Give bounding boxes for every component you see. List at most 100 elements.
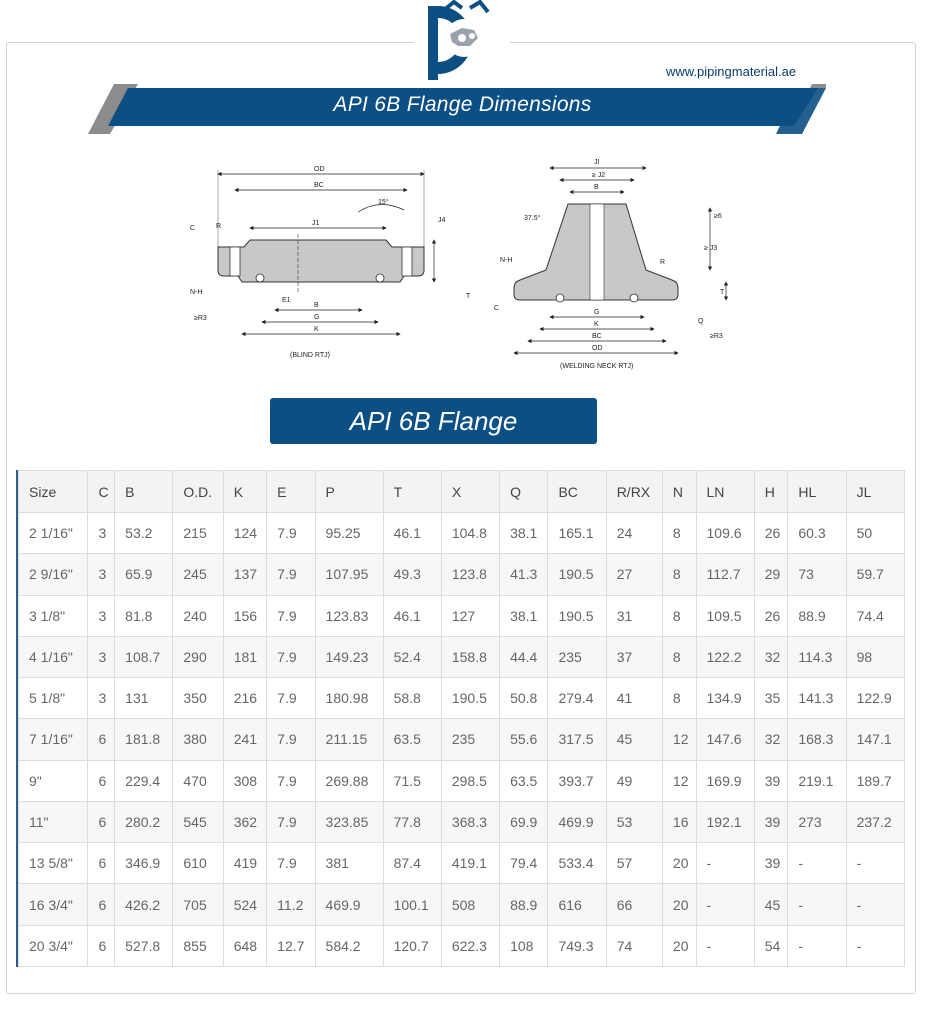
column-header: C bbox=[87, 470, 116, 513]
table-cell: 9" bbox=[17, 759, 89, 802]
table-cell: 508 bbox=[440, 883, 501, 926]
table-cell: 279.4 bbox=[547, 677, 607, 720]
table-cell: 39 bbox=[753, 842, 789, 885]
table-cell: 108.7 bbox=[114, 635, 174, 679]
table-cell: 20 bbox=[661, 883, 697, 926]
label-r: R bbox=[216, 223, 221, 230]
table-cell: 7.9 bbox=[266, 718, 316, 761]
table-cell: 122.2 bbox=[695, 635, 755, 679]
label-wn-t: T bbox=[720, 289, 725, 296]
table-cell: 3 bbox=[87, 677, 116, 720]
table-cell: 4 1/16" bbox=[17, 635, 89, 679]
table-cell: 104.8 bbox=[440, 511, 501, 555]
table-cell: 6 bbox=[87, 800, 116, 844]
table-cell: 169.9 bbox=[695, 759, 755, 802]
table-cell: 107.95 bbox=[314, 553, 384, 596]
page-title: API 6B Flange Dimensions bbox=[333, 93, 592, 116]
table-cell: 273 bbox=[787, 800, 847, 844]
table-cell: 8 bbox=[661, 635, 697, 679]
piping-material-logo[interactable] bbox=[414, 0, 510, 82]
table-cell: 180.98 bbox=[314, 677, 384, 720]
label-ji: JI bbox=[594, 159, 600, 166]
column-header: O.D. bbox=[172, 470, 224, 513]
table-cell: 616 bbox=[547, 883, 607, 926]
label-wn-c: C bbox=[494, 305, 499, 312]
table-cell: 469.9 bbox=[547, 800, 607, 844]
table-cell: 7.9 bbox=[266, 594, 316, 637]
table-cell: 393.7 bbox=[547, 759, 607, 802]
table-cell: 108 bbox=[499, 924, 549, 968]
section-subtitle: API 6B Flange bbox=[270, 398, 597, 444]
table-cell: 6 bbox=[87, 883, 116, 926]
table-cell: 317.5 bbox=[547, 718, 607, 761]
column-header: E bbox=[266, 470, 316, 513]
caption-welding-neck: (WELDING NECK RTJ) bbox=[560, 363, 633, 370]
table-cell: 54 bbox=[753, 924, 789, 968]
table-cell: 109.6 bbox=[695, 511, 755, 555]
table-cell: 158.8 bbox=[440, 635, 501, 679]
table-cell: 26 bbox=[753, 511, 789, 555]
table-cell: 290 bbox=[172, 635, 224, 679]
table-cell: 235 bbox=[440, 718, 501, 761]
table-cell: - bbox=[787, 842, 847, 885]
table-cell: 20 3/4" bbox=[17, 924, 89, 968]
table-cell: 11" bbox=[17, 800, 89, 844]
table-cell: 120.7 bbox=[382, 924, 442, 968]
table-cell: - bbox=[695, 883, 755, 926]
table-cell: 241 bbox=[222, 718, 268, 761]
table-cell: 280.2 bbox=[114, 800, 174, 844]
table-cell: 245 bbox=[172, 553, 224, 596]
label-bc: BC bbox=[314, 182, 324, 189]
table-cell: 122.9 bbox=[845, 677, 906, 720]
table-cell: 123.8 bbox=[440, 553, 501, 596]
table-cell: 6 bbox=[87, 718, 116, 761]
table-cell: 3 1/8" bbox=[17, 594, 89, 637]
table-cell: 545 bbox=[172, 800, 224, 844]
table-cell: 469.9 bbox=[314, 883, 384, 926]
table-cell: 7.9 bbox=[266, 800, 316, 844]
table-cell: 165.1 bbox=[547, 511, 607, 555]
label-ge6: ≥6 bbox=[714, 213, 722, 220]
welding-neck-flange-drawing: JI ≥ J2 B 37.5° ≥6 ≥ J3 N-H R T C G K Q … bbox=[494, 159, 729, 370]
label-wn-angle: 37.5° bbox=[524, 214, 541, 222]
table-cell: - bbox=[695, 842, 755, 885]
table-cell: 74.4 bbox=[845, 594, 906, 637]
table-cell: 2 9/16" bbox=[17, 553, 89, 596]
column-header: HL bbox=[787, 470, 847, 513]
column-header: N bbox=[661, 470, 697, 513]
table-cell: 127 bbox=[440, 594, 501, 637]
table-cell: 44.4 bbox=[499, 635, 549, 679]
table-cell: 32 bbox=[753, 718, 789, 761]
flange-drawings: OD BC 15° J1 J4 C R N-H ≥R3 E1 B G K T (… bbox=[190, 159, 729, 370]
table-cell: 109.5 bbox=[695, 594, 755, 637]
table-cell: 219.1 bbox=[787, 759, 847, 802]
table-cell: 147.1 bbox=[845, 718, 906, 761]
table-cell: - bbox=[787, 883, 847, 926]
table-cell: 380 bbox=[172, 718, 224, 761]
site-url-link[interactable]: www.pipingmaterial.ae bbox=[666, 64, 797, 79]
table-cell: 45 bbox=[753, 883, 789, 926]
table-cell: 7 1/16" bbox=[17, 718, 89, 761]
table-cell: 3 bbox=[87, 635, 116, 679]
label-r3: ≥R3 bbox=[194, 315, 207, 322]
table-cell: 11.2 bbox=[266, 883, 316, 926]
table-cell: 7.9 bbox=[266, 511, 316, 555]
table-cell: 156 bbox=[222, 594, 268, 637]
table-cell: 16 bbox=[661, 800, 697, 844]
column-header: BC bbox=[547, 470, 607, 513]
table-cell: 426.2 bbox=[114, 883, 174, 926]
table-cell: 46.1 bbox=[382, 594, 442, 637]
table-cell: 527.8 bbox=[114, 924, 174, 968]
table-cell: 141.3 bbox=[787, 677, 847, 720]
table-cell: 29 bbox=[753, 553, 789, 596]
table-cell: 237.2 bbox=[845, 800, 906, 844]
table-cell: 46.1 bbox=[382, 511, 442, 555]
table-cell: 216 bbox=[222, 677, 268, 720]
table-cell: 368.3 bbox=[440, 800, 501, 844]
label-wn-k: K bbox=[594, 321, 599, 328]
